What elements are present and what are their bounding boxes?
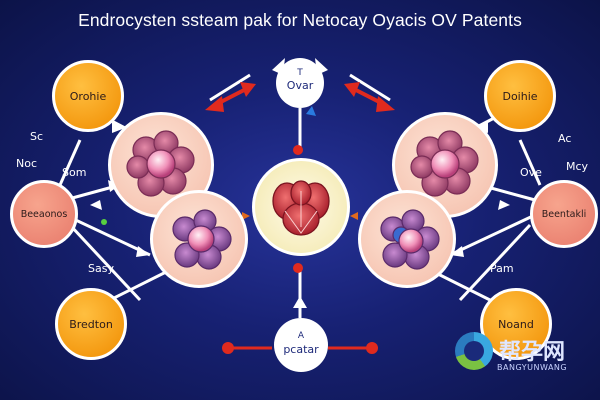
node-top-center-symbol: T xyxy=(297,68,303,78)
node-bottom-left: Bredton xyxy=(55,288,127,360)
node-bottom-center-label: pcatar xyxy=(283,343,319,356)
node-top-center-label: Ovar xyxy=(286,79,314,92)
node-mid-right-label: Beentakli xyxy=(541,208,587,220)
label-mcy: Mcy xyxy=(566,160,589,173)
tissue-circle-lower-left xyxy=(150,190,248,288)
watermark-logo-icon xyxy=(455,332,493,370)
label-sc: Sc xyxy=(30,130,44,143)
node-bottom-left-label: Bredton xyxy=(69,317,113,331)
red-arrows xyxy=(205,82,395,354)
cell-cluster-icon xyxy=(126,130,195,197)
node-top-right-label: Doihie xyxy=(502,89,538,103)
label-pam: Pam xyxy=(490,262,514,275)
node-top-right: Doihie xyxy=(484,60,556,132)
node-mid-right: Beentakli xyxy=(530,180,598,248)
node-top-left-label: Orohie xyxy=(69,89,107,103)
cell-cluster-icon xyxy=(410,130,479,197)
tissue-circle-lower-right xyxy=(358,190,456,288)
ovary-organ-icon xyxy=(272,180,330,236)
node-mid-left: Beeaonos xyxy=(10,180,78,248)
watermark: 帮孕网 BANGYUNWANG xyxy=(455,330,595,385)
cell-cluster-icon xyxy=(172,209,232,270)
watermark-chinese: 帮孕网 xyxy=(499,340,566,365)
diagram-title: Endrocysten ssteam pak for Netocay Oyaci… xyxy=(78,10,522,30)
node-bottom-center: A pcatar xyxy=(274,318,328,372)
node-bottom-center-symbol: A xyxy=(297,331,305,341)
node-top-left: Orohie xyxy=(52,60,124,132)
white-connectors xyxy=(58,73,542,318)
node-mid-left-label: Beeaonos xyxy=(20,208,68,220)
label-ac: Ac xyxy=(558,132,572,145)
green-dot xyxy=(101,219,107,225)
center-organ-circle xyxy=(252,158,350,256)
watermark-english: BANGYUNWANG xyxy=(497,363,568,372)
label-som: Som xyxy=(62,166,87,179)
label-noc: Noc xyxy=(16,157,38,170)
label-ove: Ove xyxy=(520,166,542,179)
cell-cluster-icon xyxy=(380,209,440,270)
node-bottom-right-label: Noand xyxy=(498,317,534,331)
node-top-center: T Ovar xyxy=(276,58,324,108)
label-sasy: Sasy xyxy=(88,262,114,275)
